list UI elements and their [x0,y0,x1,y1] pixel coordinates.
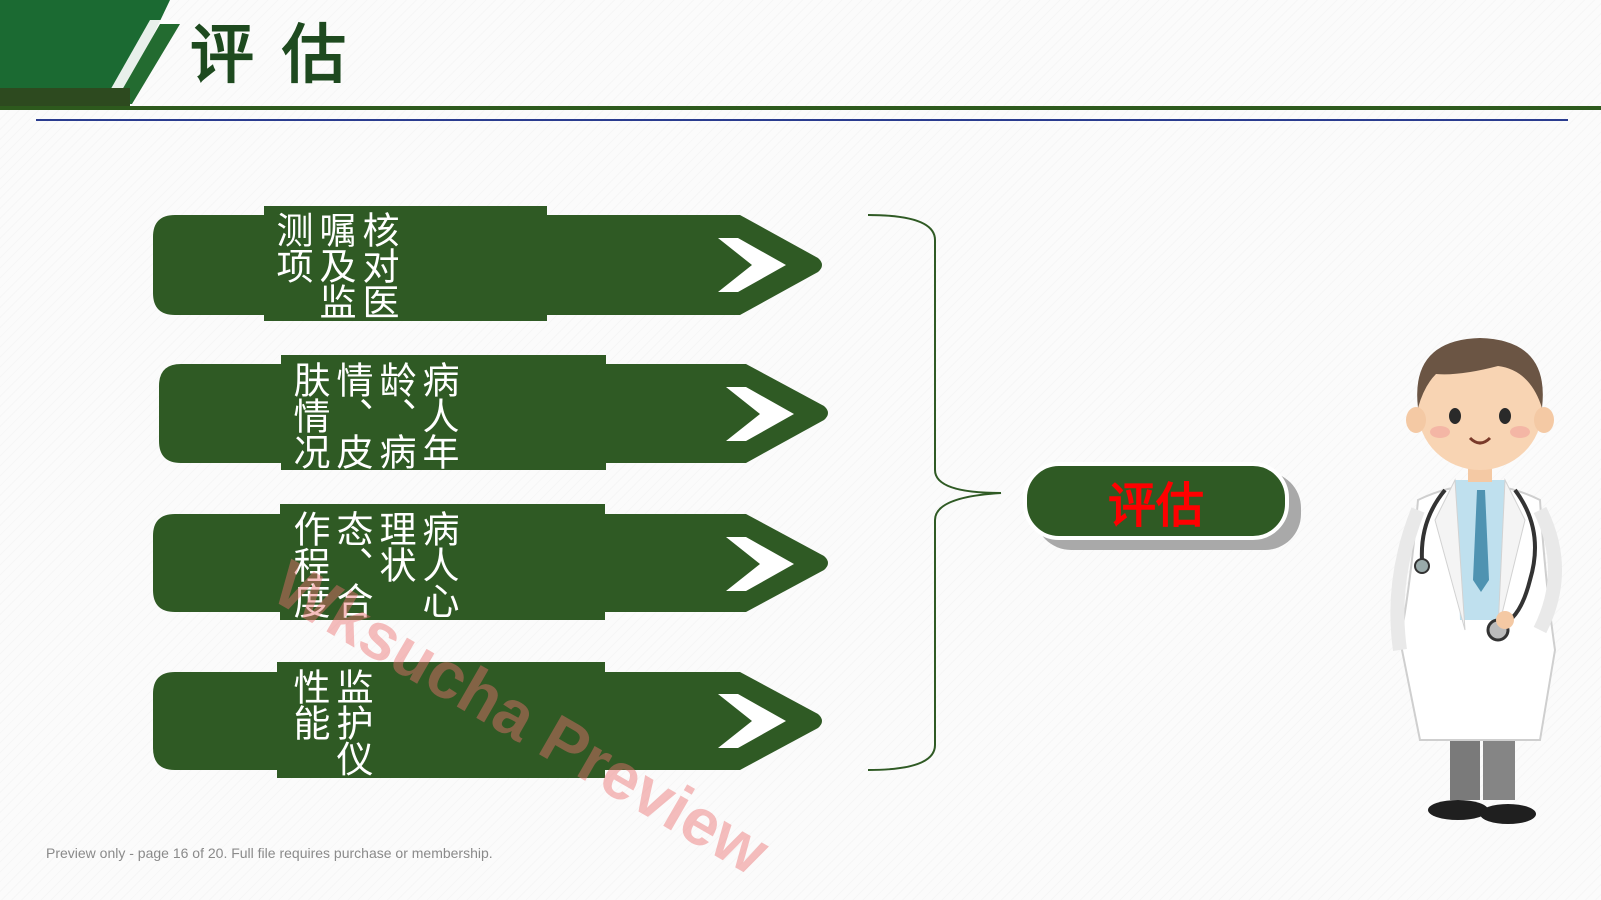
doctor-illustration [1390,338,1562,824]
center-pill: 评估 [1023,462,1289,540]
chevron-right-icon [718,694,786,748]
arrow-label-4: 监护仪性能 [287,668,373,776]
chevron-right-icon [718,238,786,292]
chevron-right-icon [726,537,794,591]
page-title: 评估 [190,19,374,93]
center-label: 评估 [1107,478,1204,534]
arrow-label-1: 核对医嘱及监测项 [270,211,399,319]
arrow-label-2: 病人年龄、病情、皮肤情况 [287,361,459,469]
chevron-right-icon [726,387,794,441]
arrow-label-3: 病人心理状态、合作程度 [287,510,459,618]
header-decoration [0,0,1601,121]
bracket-brace [867,214,1002,771]
footer-note: Preview only - page 16 of 20. Full file … [46,845,493,861]
